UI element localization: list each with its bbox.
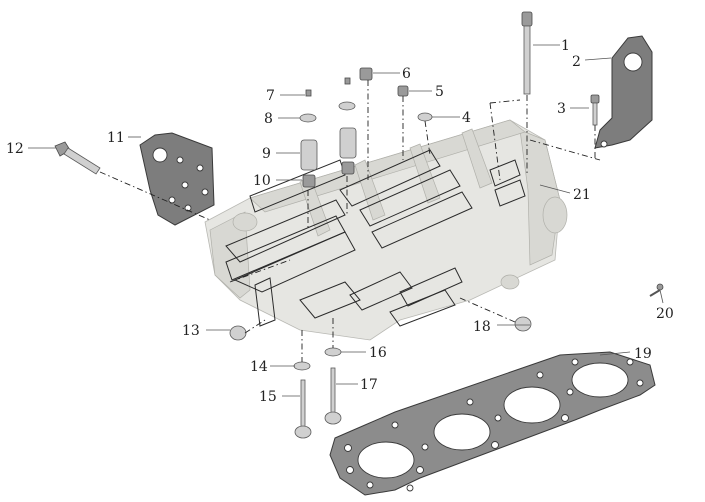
callout-6: 6 [402, 66, 411, 82]
callout-19: 19 [634, 346, 652, 362]
cylinder-head [204, 119, 568, 341]
plug-6 [359, 67, 373, 81]
bolt-1 [521, 11, 533, 95]
plug-5 [397, 85, 409, 97]
lifting-bracket-left [139, 132, 215, 226]
callout-2: 2 [572, 54, 581, 70]
cotter-7 [305, 77, 351, 97]
callout-12: 12 [6, 141, 24, 157]
callout-17: 17 [360, 377, 378, 393]
valve-15 [294, 379, 312, 439]
callout-15: 15 [259, 389, 277, 405]
callout-4: 4 [462, 110, 471, 126]
callout-5: 5 [435, 84, 444, 100]
plug-13 [229, 325, 247, 341]
callout-13: 13 [182, 323, 200, 339]
callout-3: 3 [557, 101, 566, 117]
callout-14: 14 [250, 359, 268, 375]
valve-seat-14 [293, 361, 311, 371]
bolt-20 [649, 283, 664, 297]
callout-labels: 1 2 3 4 5 6 7 8 9 10 11 12 13 14 15 16 1… [6, 38, 674, 405]
callout-7: 7 [266, 88, 275, 104]
bolt-12 [54, 141, 101, 175]
plug-18 [514, 316, 532, 332]
callout-16: 16 [369, 345, 387, 361]
leader-lines [28, 44, 664, 397]
bolt-3 [590, 94, 600, 126]
callout-9: 9 [262, 146, 271, 162]
callout-10: 10 [253, 173, 271, 189]
callout-21: 21 [573, 187, 591, 203]
valve-seal-10 [302, 161, 355, 188]
callout-20: 20 [656, 306, 674, 322]
callout-11: 11 [107, 130, 125, 146]
spring-seat-8 [299, 101, 356, 123]
valve-17 [324, 367, 342, 425]
callout-1: 1 [561, 38, 570, 54]
callout-8: 8 [264, 111, 273, 127]
spring-9 [300, 127, 357, 171]
seal-4 [417, 112, 433, 122]
valve-seat-16 [324, 347, 342, 357]
assembly-lines [99, 80, 601, 362]
lifting-bracket-right [594, 35, 653, 149]
head-gasket [329, 351, 656, 496]
callout-18: 18 [473, 319, 491, 335]
